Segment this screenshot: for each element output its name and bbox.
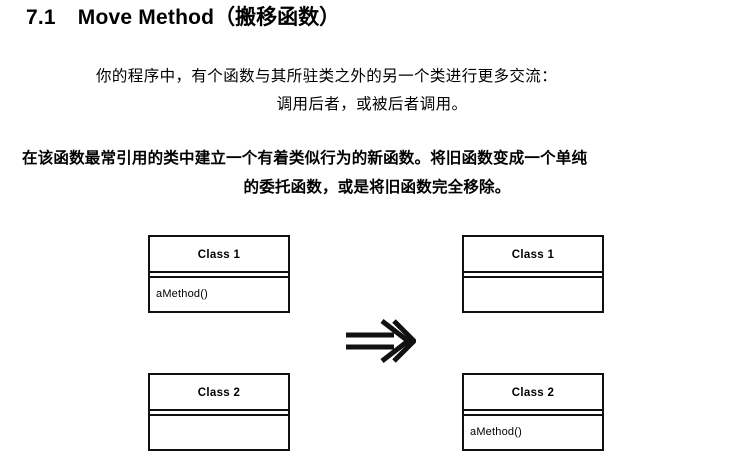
summary-line-2: 调用后者，或被后者调用。 bbox=[276, 96, 468, 113]
double-right-arrow-icon bbox=[330, 308, 430, 374]
uml-class-box-after-class2: Class 2 aMethod() bbox=[462, 373, 604, 451]
summary-line-1: 你的程序中，有个函数与其所驻类之外的另一个类进行更多交流： bbox=[96, 68, 558, 85]
action-line-1: 在该函数最常引用的类中建立一个有着类似行为的新函数。将旧函数变成一个单纯 bbox=[22, 150, 588, 167]
uml-methods-compartment bbox=[150, 416, 288, 449]
uml-class-box-before-class1: Class 1 aMethod() bbox=[148, 235, 290, 313]
uml-attributes-compartment bbox=[464, 273, 602, 278]
uml-class-box-after-class1: Class 1 bbox=[462, 235, 604, 313]
page-title: 7.1 Move Method（搬移函数） bbox=[26, 5, 340, 31]
uml-attributes-compartment bbox=[464, 411, 602, 416]
summary-paragraph: 你的程序中，有个函数与其所驻类之外的另一个类进行更多交流： 调用后者，或被后者调… bbox=[96, 63, 648, 119]
uml-attributes-compartment bbox=[150, 411, 288, 416]
uml-class-name: Class 1 bbox=[464, 237, 602, 273]
uml-class-name: Class 2 bbox=[464, 375, 602, 411]
section-title-cn: （搬移函数） bbox=[214, 6, 341, 29]
uml-class-name: Class 1 bbox=[150, 237, 288, 273]
action-paragraph: 在该函数最常引用的类中建立一个有着类似行为的新函数。将旧函数变成一个单纯 的委托… bbox=[22, 144, 732, 202]
uml-methods-compartment: aMethod() bbox=[470, 426, 522, 438]
section-number: 7.1 bbox=[26, 6, 56, 29]
uml-class-name: Class 2 bbox=[150, 375, 288, 411]
section-title-en: Move Method bbox=[77, 6, 215, 29]
uml-attributes-compartment bbox=[150, 273, 288, 278]
uml-methods-compartment: aMethod() bbox=[156, 288, 208, 300]
action-line-2: 的委托函数，或是将旧函数完全移除。 bbox=[243, 179, 511, 196]
uml-methods-compartment bbox=[464, 278, 602, 311]
uml-class-box-before-class2: Class 2 bbox=[148, 373, 290, 451]
